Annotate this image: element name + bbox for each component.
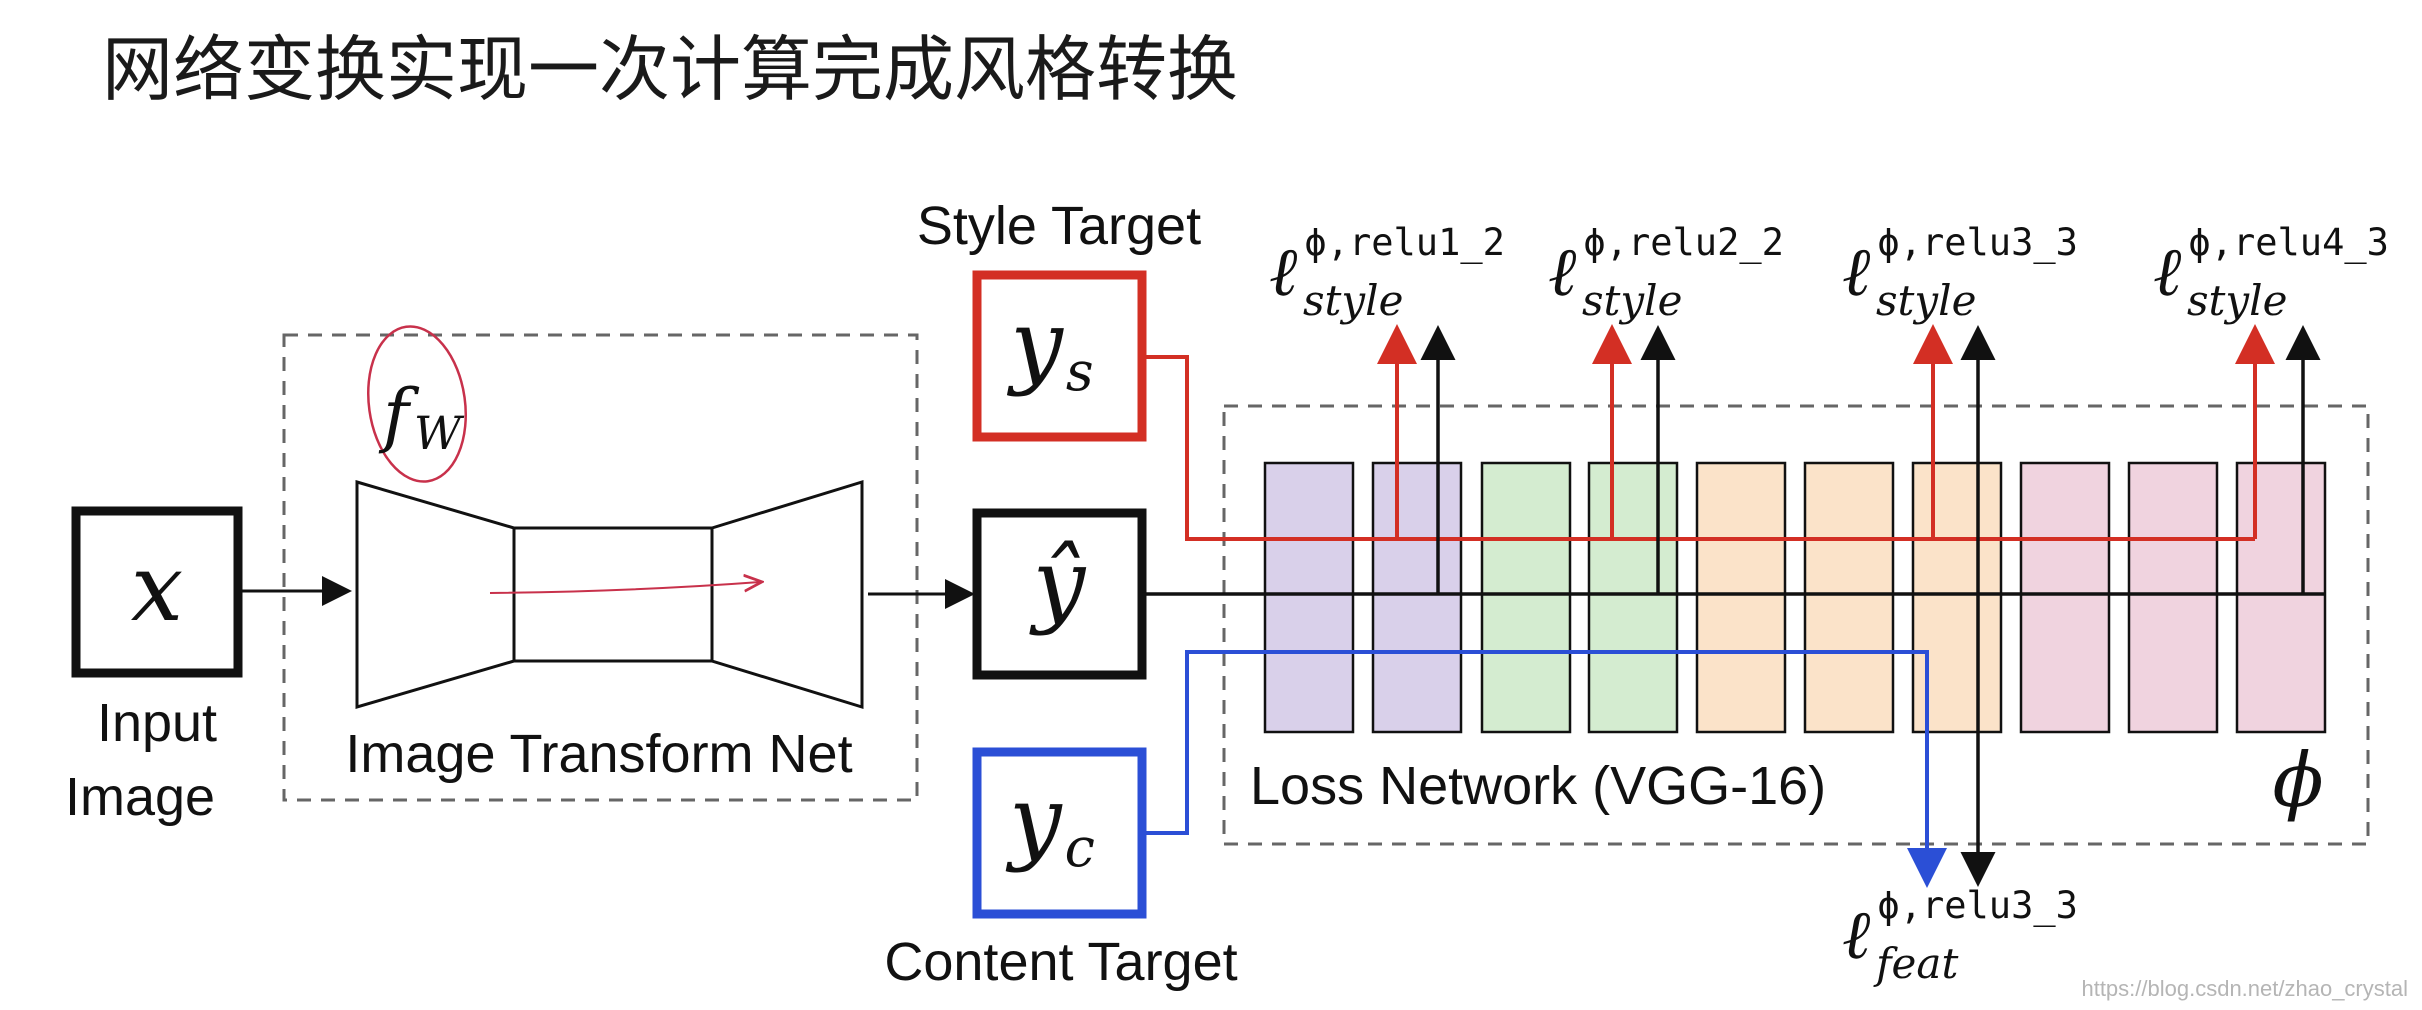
style-loss-3-sub: style	[1876, 276, 1976, 325]
style-loss-4-sup: ϕ,relu4_3	[2188, 221, 2388, 265]
input-label-line2: Image	[65, 767, 215, 827]
style-loss-3-ell: ℓ	[1842, 233, 1870, 312]
style-loss-1-sup: ϕ,relu1_2	[1304, 221, 1504, 265]
style-loss-1-sub: style	[1303, 276, 1403, 325]
feat-loss-sup: ϕ,relu3_3	[1877, 884, 2077, 928]
style-loss-label-2: ℓ ϕ,relu2_2 style	[1548, 221, 1789, 325]
page-title: 网络变换实现一次计算完成风格转换	[102, 31, 1238, 110]
vgg-layer-10	[2235, 461, 2327, 734]
feat-loss-sub: feat	[1873, 939, 1958, 988]
style-loss-2-ell: ℓ	[1548, 233, 1576, 312]
transform-net-boundary	[282, 333, 919, 802]
transform-net-label: Image Transform Net	[345, 724, 852, 784]
decoder-shape	[710, 479, 864, 710]
style-target-node: Style Target ys	[917, 196, 1201, 442]
output-symbol: ŷ	[1029, 529, 1087, 637]
style-target-label: Style Target	[917, 196, 1201, 256]
bottleneck-shape	[512, 526, 714, 663]
style-loss-4-sub: style	[2187, 276, 2287, 325]
input-symbol: x	[131, 534, 183, 642]
content-target-box	[972, 747, 1147, 919]
ys-main: y	[1006, 290, 1064, 398]
style-loss-1-ell: ℓ	[1269, 233, 1297, 312]
encoder-shape	[355, 479, 516, 710]
loss-network-label: Loss Network (VGG-16)	[1250, 756, 1826, 816]
vgg-layers	[1263, 461, 2327, 734]
content-target-symbol: yc	[1005, 766, 1095, 879]
vgg-layer-1	[1263, 461, 1355, 734]
fw-subscript: W	[414, 406, 465, 460]
feat-loss-ell: ℓ	[1842, 896, 1870, 975]
input-node: x Input Image	[65, 506, 243, 827]
content-main-line	[1142, 650, 1947, 888]
vgg-layer-6	[1803, 461, 1895, 734]
input-box	[71, 506, 243, 678]
watermark: https://blog.csdn.net/zhao_crystal	[2081, 976, 2408, 1001]
annotation-circle	[366, 325, 468, 483]
style-main-line	[1142, 355, 2255, 541]
style-loss-2-sub: style	[1582, 276, 1682, 325]
vgg-layer-8	[2019, 461, 2111, 734]
vgg-layer-5	[1695, 461, 1787, 734]
content-target-node: yc Content Target	[884, 747, 1238, 992]
connections	[1142, 324, 2326, 888]
vgg-layer-2	[1371, 461, 1463, 734]
style-loss-label-1: ℓ ϕ,relu1_2 style	[1269, 221, 1510, 325]
style-loss-labels: ℓ ϕ,relu1_2 style ℓ ϕ,relu2_2 style ℓ ϕ,…	[1269, 221, 2394, 325]
phi-symbol: ϕ	[2272, 736, 2323, 824]
output-box	[972, 508, 1147, 680]
yc-subscript: c	[1065, 816, 1095, 879]
input-label-line1: Input	[97, 693, 217, 753]
vgg-layer-4	[1587, 461, 1679, 734]
ys-subscript: s	[1066, 340, 1094, 403]
style-loss-2-sup: ϕ,relu2_2	[1583, 221, 1783, 265]
annotation-arrow	[489, 582, 760, 594]
style-loss-label-4: ℓ ϕ,relu4_3 style	[2153, 221, 2394, 325]
feat-loss-label: ℓ ϕ,relu3_3 feat	[1842, 884, 2083, 988]
yc-main: y	[1005, 766, 1063, 874]
style-loss-label-3: ℓ ϕ,relu3_3 style	[1842, 221, 2083, 325]
style-loss-3-sup: ϕ,relu3_3	[1877, 221, 2077, 265]
style-target-symbol: ys	[1006, 290, 1093, 403]
output-node: ŷ	[972, 508, 1147, 680]
style-loss-4-ell: ℓ	[2153, 233, 2181, 312]
loss-network: Loss Network (VGG-16) ϕ	[1222, 404, 2370, 846]
content-target-label: Content Target	[884, 932, 1237, 992]
vgg-layer-9	[2127, 461, 2219, 734]
vgg-layer-3	[1480, 461, 1572, 734]
